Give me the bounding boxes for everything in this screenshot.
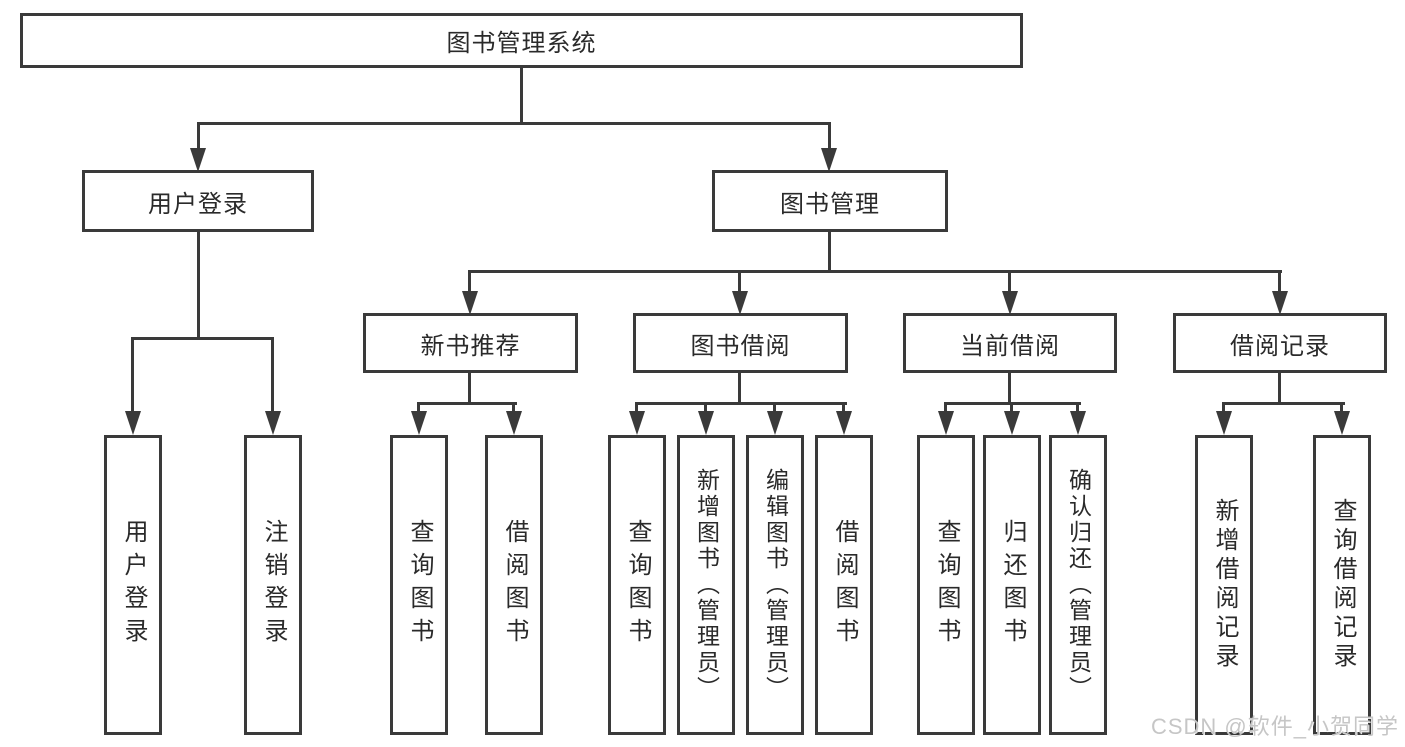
leaf-bb-edit-books-admin-label: 编辑图书（管理员）: [762, 468, 789, 702]
node-current-borrowing-label: 当前借阅: [960, 332, 1060, 360]
leaf-nb-borrow-books-label: 借阅图书: [501, 519, 528, 651]
node-book-management: 图书管理: [712, 170, 948, 232]
connector-drop-leaf-logout: [271, 337, 274, 413]
connector-drop-bb-add: [704, 402, 707, 414]
connector-drop-cb-query: [944, 402, 947, 414]
arrow-down-cb-return: [1004, 411, 1020, 435]
watermark: CSDN @软件_小贺同学: [1150, 714, 1399, 739]
connector-drop-cb-return: [1010, 402, 1013, 414]
arrow-down-current-borrowing: [1002, 291, 1018, 315]
arrow-down-user-login: [190, 148, 206, 172]
connector-drop-borrowing-records: [1278, 270, 1281, 293]
arrow-down-leaf-user-login: [125, 411, 141, 435]
leaf-bb-edit-books-admin: 编辑图书（管理员）: [746, 435, 804, 735]
leaf-bb-borrow-books-label: 借阅图书: [831, 519, 858, 651]
connector-drop-leaf-user-login: [131, 337, 134, 413]
node-root: 图书管理系统: [20, 13, 1023, 68]
connector-book-borrowing-stem: [738, 372, 741, 405]
leaf-logout-label: 注销登录: [260, 519, 287, 651]
connector-drop-cb-confirm: [1076, 402, 1079, 414]
connector-drop-new-book: [468, 270, 471, 293]
connector-drop-book-borrowing: [738, 270, 741, 293]
connector-borrowing-records-branch: [1222, 402, 1345, 405]
leaf-br-query-record: 查询借阅记录: [1313, 435, 1371, 735]
connector-drop-br-add: [1222, 402, 1225, 414]
node-book-management-label: 图书管理: [780, 190, 880, 218]
node-book-borrowing-label: 图书借阅: [690, 332, 791, 360]
connector-drop-bb-borrow: [842, 402, 845, 414]
leaf-bb-query-books: 查询图书: [608, 435, 666, 735]
leaf-bb-add-books-admin: 新增图书（管理员）: [677, 435, 735, 735]
leaf-br-add-record-label: 新增借阅记录: [1211, 498, 1238, 672]
leaf-nb-borrow-books: 借阅图书: [485, 435, 543, 735]
leaf-logout: 注销登录: [244, 435, 302, 735]
connector-drop-bb-query: [635, 402, 638, 414]
leaf-cb-query-books: 查询图书: [917, 435, 975, 735]
node-user-login: 用户登录: [82, 170, 314, 232]
connector-drop-current-borrowing: [1008, 270, 1011, 293]
node-root-label: 图书管理系统: [446, 30, 597, 57]
arrow-down-bb-borrow: [836, 411, 852, 435]
leaf-bb-borrow-books: 借阅图书: [815, 435, 873, 735]
connector-user-login-branch: [131, 337, 274, 340]
leaf-bb-query-books-label: 查询图书: [624, 519, 651, 651]
leaf-cb-return-books-label: 归还图书: [999, 519, 1026, 651]
node-book-borrowing: 图书借阅: [633, 313, 848, 373]
node-current-borrowing: 当前借阅: [903, 313, 1117, 373]
connector-drop-user-login: [197, 122, 200, 150]
connector-user-login-stem: [197, 232, 200, 337]
connector-drop-br-query: [1340, 402, 1343, 414]
arrow-down-nb-query: [411, 411, 427, 435]
connector-current-borrowing-stem: [1008, 372, 1011, 405]
leaf-user-login: 用户登录: [104, 435, 162, 735]
leaf-br-query-record-label: 查询借阅记录: [1329, 498, 1356, 672]
connector-root-stem: [520, 68, 523, 122]
connector-new-book-branch: [417, 402, 517, 405]
connector-new-book-stem: [468, 372, 471, 405]
connector-drop-nb-query: [417, 402, 420, 414]
leaf-cb-confirm-return-admin: 确认归还（管理员）: [1049, 435, 1107, 735]
connector-book-borrowing-branch: [635, 402, 847, 405]
arrow-down-bb-query: [629, 411, 645, 435]
arrow-down-book-borrowing: [732, 291, 748, 315]
leaf-cb-confirm-return-admin-label: 确认归还（管理员）: [1065, 468, 1092, 702]
arrow-down-leaf-logout: [265, 411, 281, 435]
connector-drop-book-management: [828, 122, 831, 150]
connector-drop-nb-borrow: [512, 402, 515, 414]
arrow-down-bb-add: [698, 411, 714, 435]
node-new-book-recommend-label: 新书推荐: [420, 332, 521, 360]
leaf-cb-query-books-label: 查询图书: [933, 519, 960, 651]
connector-drop-bb-edit: [773, 402, 776, 414]
leaf-nb-query-books: 查询图书: [390, 435, 448, 735]
arrow-down-br-query: [1334, 411, 1350, 435]
leaf-nb-query-books-label: 查询图书: [406, 519, 433, 651]
connector-root-branch: [197, 122, 830, 125]
node-borrowing-records: 借阅记录: [1173, 313, 1387, 373]
arrow-down-cb-confirm: [1070, 411, 1086, 435]
arrow-down-new-book: [462, 291, 478, 315]
leaf-cb-return-books: 归还图书: [983, 435, 1041, 735]
leaf-br-add-record: 新增借阅记录: [1195, 435, 1253, 735]
arrow-down-borrowing-records: [1272, 291, 1288, 315]
arrow-down-cb-query: [938, 411, 954, 435]
node-borrowing-records-label: 借阅记录: [1230, 332, 1330, 360]
leaf-user-login-label: 用户登录: [120, 519, 147, 651]
arrow-down-br-add: [1216, 411, 1232, 435]
node-user-login-label: 用户登录: [148, 190, 248, 218]
connector-book-management-stem: [828, 232, 831, 272]
arrow-down-book-management: [821, 148, 837, 172]
connector-book-management-branch: [468, 270, 1282, 273]
node-new-book-recommend: 新书推荐: [363, 313, 578, 373]
arrow-down-bb-edit: [767, 411, 783, 435]
leaf-bb-add-books-admin-label: 新增图书（管理员）: [693, 468, 720, 702]
connector-borrowing-records-stem: [1278, 372, 1281, 405]
arrow-down-nb-borrow: [506, 411, 522, 435]
